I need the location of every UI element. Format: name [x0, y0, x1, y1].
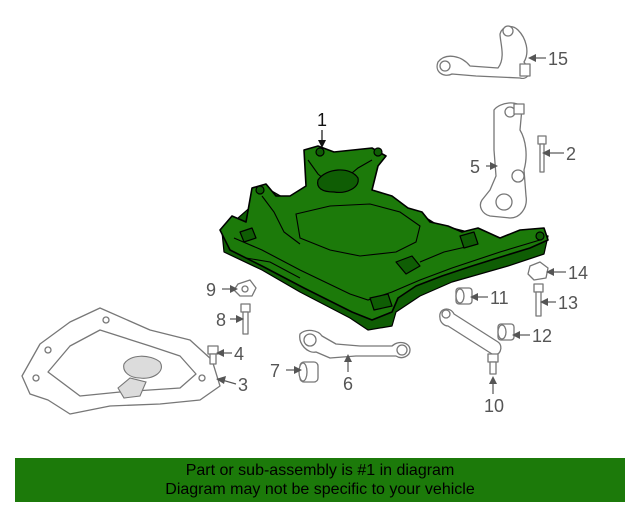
callout-15: 15	[548, 49, 568, 69]
callout-4: 4	[234, 344, 244, 364]
banner-line-1: Part or sub-assembly is #1 in diagram	[185, 462, 455, 479]
control-arm-part-6[interactable]	[299, 329, 411, 359]
bushing-part-7[interactable]	[298, 361, 319, 383]
strut-part-10[interactable]	[439, 308, 502, 375]
nut-part-9[interactable]	[233, 279, 257, 297]
callout-14: 14	[568, 263, 588, 283]
callout-13: 13	[558, 293, 578, 313]
callout-9: 9	[206, 280, 216, 300]
callout-6: 6	[343, 374, 353, 394]
bolt-part-2[interactable]	[537, 135, 547, 173]
callout-7: 7	[270, 361, 280, 381]
banner-line-2: Diagram may not be specific to your vehi…	[165, 481, 475, 498]
callout-5: 5	[470, 157, 480, 177]
callout-8: 8	[216, 310, 226, 330]
leader-lines	[216, 54, 566, 394]
diagram-notice-banner: Part or sub-assembly is #1 in diagram Di…	[15, 458, 625, 502]
bushing-part-11[interactable]	[455, 287, 473, 305]
bolt-part-4[interactable]	[207, 345, 219, 365]
callout-2: 2	[566, 144, 576, 164]
nut-part-14[interactable]	[527, 261, 549, 281]
callout-1: 1	[317, 110, 327, 130]
callout-11: 11	[490, 288, 509, 308]
callout-12: 12	[532, 326, 552, 346]
callout-10: 10	[484, 396, 504, 416]
bolt-part-13[interactable]	[533, 283, 544, 317]
bolt-part-8[interactable]	[240, 303, 251, 335]
parts-diagram: 1 2 3 4 5 6 7 8 9 10 11 12 13 14 15	[21, 25, 588, 416]
splash-shield-part-3[interactable]	[21, 307, 221, 415]
callout-3: 3	[238, 375, 248, 395]
steering-knuckle-part-5[interactable]	[479, 102, 527, 219]
upper-control-arm-part-15[interactable]	[436, 25, 531, 80]
callout-labels: 1 2 3 4 5 6 7 8 9 10 11 12 13 14 15	[206, 49, 588, 416]
front-subframe-part-1[interactable]	[219, 145, 549, 331]
bushing-part-12[interactable]	[497, 323, 515, 341]
